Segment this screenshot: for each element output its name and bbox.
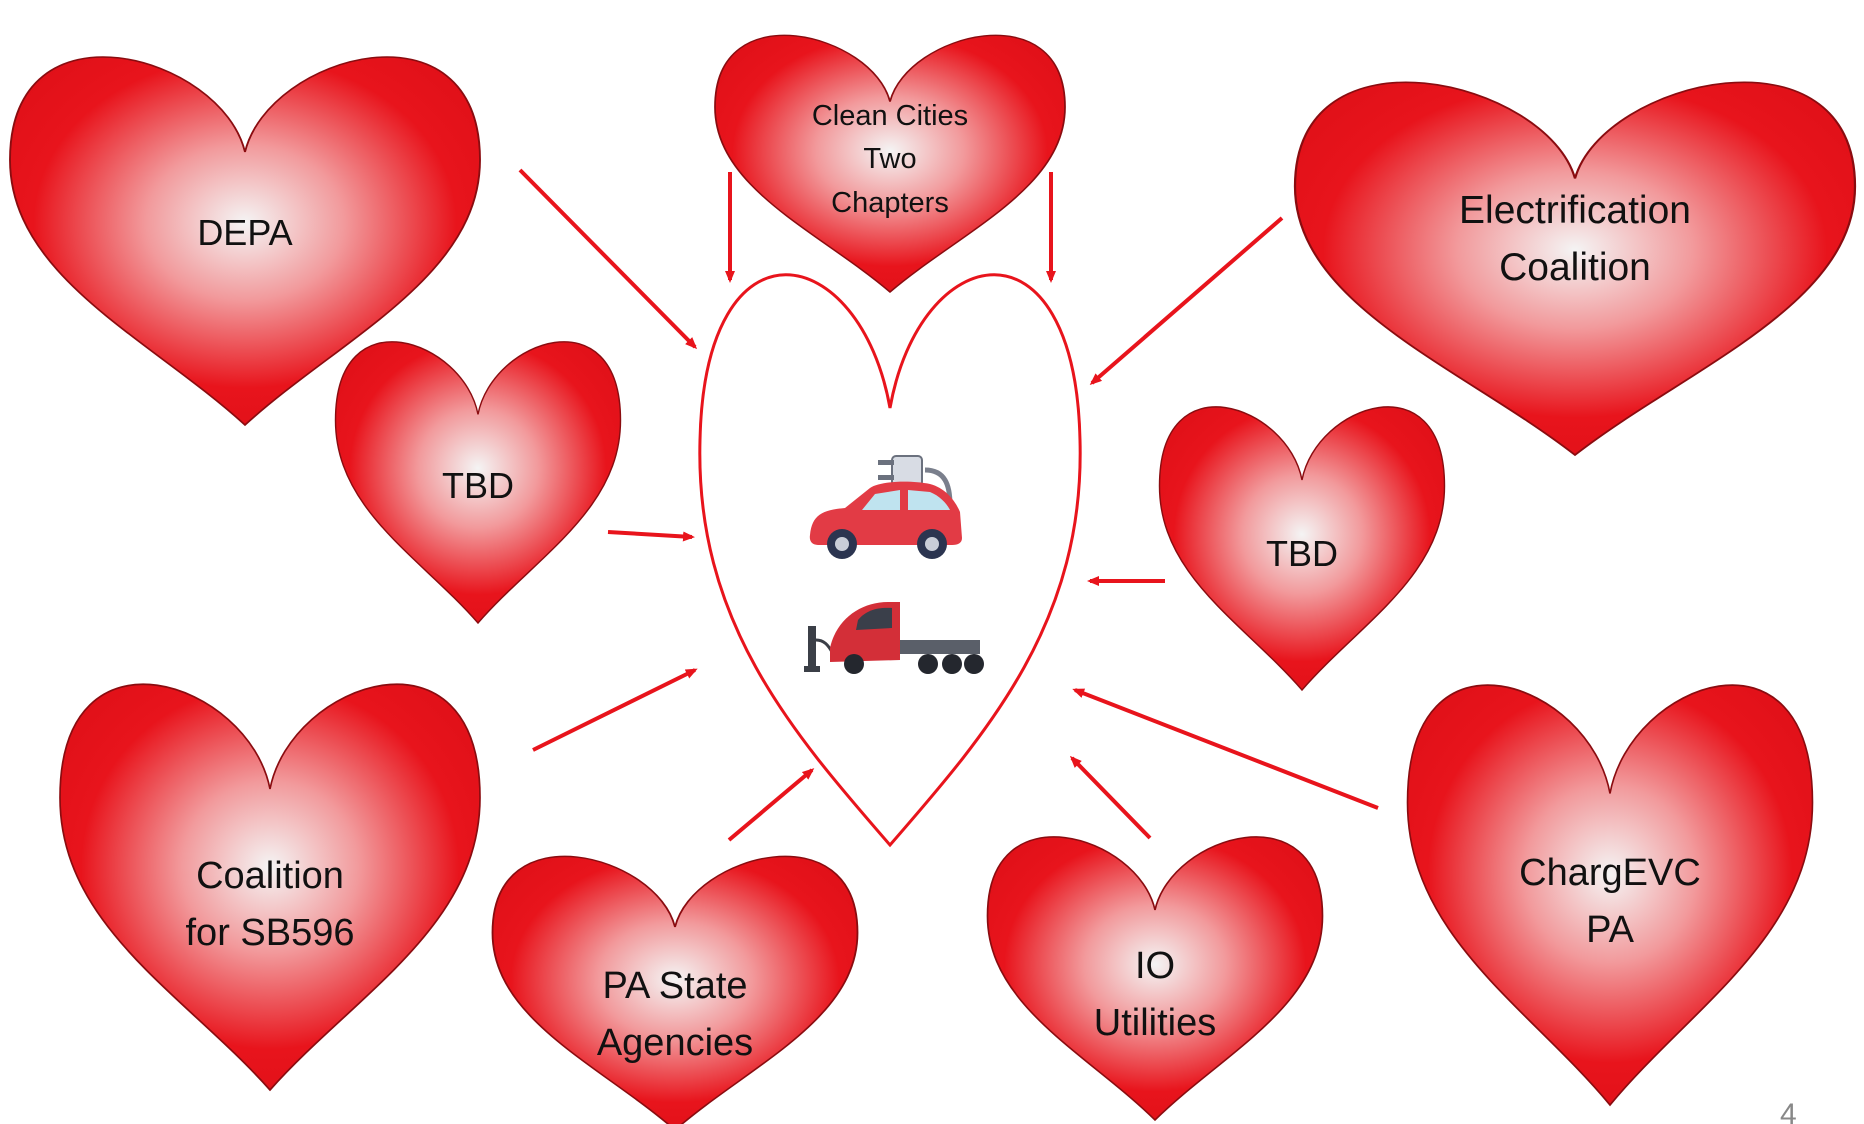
heart-label-pa-state-line2: Agencies bbox=[597, 1022, 753, 1064]
arrow-chargevc-to-center bbox=[1072, 688, 1379, 810]
heart-electrification-coalition: Electrification Coalition bbox=[1295, 82, 1855, 455]
arrow-electrification-to-center bbox=[1089, 216, 1284, 385]
heart-label-coalition-line1: Coalition bbox=[196, 855, 344, 897]
electric-car-icon bbox=[809, 455, 962, 559]
heart-label-electrification-line2: Coalition bbox=[1499, 246, 1651, 289]
heart-io-utilities: IO Utilities bbox=[988, 837, 1323, 1120]
heart-label-clean-cities-line1: Clean Cities bbox=[812, 100, 968, 132]
arrow-coalition-to-center bbox=[532, 668, 698, 752]
heart-chargevc-pa: ChargEVC PA bbox=[1408, 685, 1813, 1105]
heart-label-depa: DEPA bbox=[197, 212, 292, 253]
electric-truck-icon bbox=[804, 602, 984, 674]
heart-clean-cities: Clean Cities Two Chapters bbox=[715, 35, 1065, 292]
page-number: 4 bbox=[1780, 1098, 1797, 1124]
heart-pa-state-agencies: PA State Agencies bbox=[493, 856, 858, 1124]
heart-label-io-line1: IO bbox=[1135, 945, 1175, 987]
heart-coalition-sb596: Coalition for SB596 bbox=[60, 684, 480, 1090]
heart-label-clean-cities-line2: Two bbox=[863, 143, 916, 175]
arrow-io-utilities-to-center bbox=[1069, 755, 1152, 840]
heart-label-coalition-line2: for SB596 bbox=[186, 912, 355, 954]
heart-label-chargevc-line1: ChargEVC bbox=[1519, 852, 1701, 894]
heart-label-tbd-left: TBD bbox=[442, 465, 514, 506]
heart-label-chargevc-line2: PA bbox=[1586, 909, 1635, 951]
heart-label-clean-cities-line3: Chapters bbox=[831, 187, 949, 219]
arrows bbox=[518, 168, 1379, 842]
center-heart bbox=[698, 273, 1082, 848]
heart-label-io-line2: Utilities bbox=[1094, 1002, 1216, 1044]
heart-label-pa-state-line1: PA State bbox=[602, 965, 747, 1007]
arrow-pa-state-to-center bbox=[727, 768, 815, 842]
center-heart-outline bbox=[698, 273, 1082, 848]
heart-depa: DEPA bbox=[10, 57, 480, 425]
heart-label-electrification-line1: Electrification bbox=[1459, 189, 1691, 232]
arrow-depa-to-center bbox=[518, 168, 698, 350]
heart-label-tbd-right: TBD bbox=[1266, 533, 1338, 574]
heart-tbd-right: TBD bbox=[1160, 407, 1445, 690]
heart-tbd-left: TBD bbox=[336, 342, 621, 623]
arrow-tbd-left-to-center bbox=[607, 530, 695, 542]
